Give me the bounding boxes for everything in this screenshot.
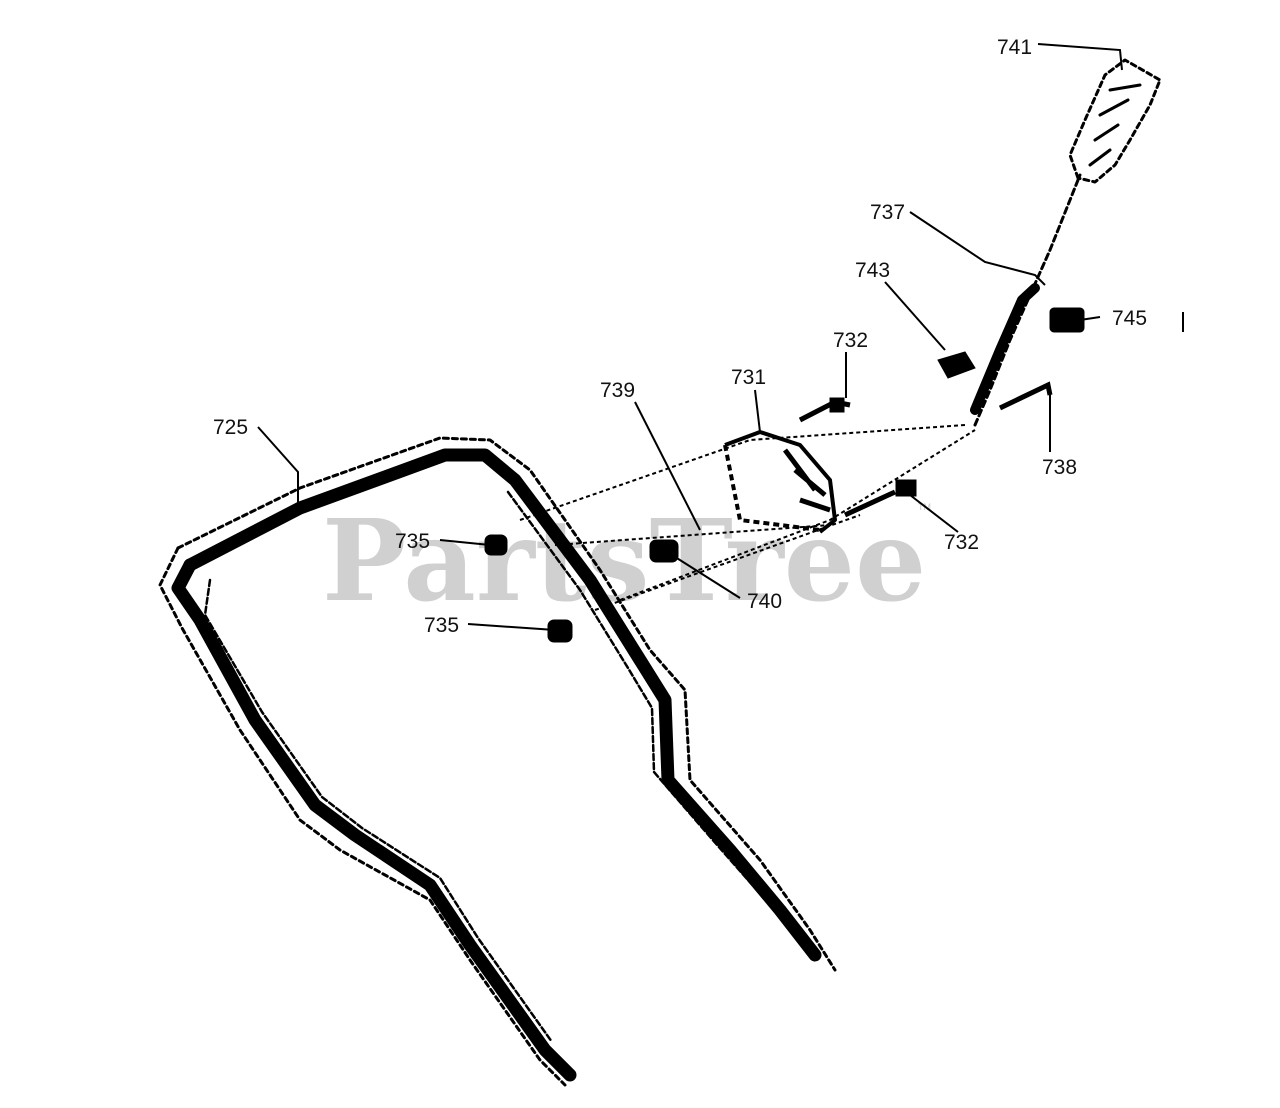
callout-739: 739 [600, 379, 635, 402]
callout-740: 740 [747, 590, 782, 613]
callout-735-upper: 735 [395, 530, 430, 553]
callout-745: 745 [1112, 307, 1147, 330]
callout-737: 737 [870, 201, 905, 224]
leader-lines [257, 43, 1123, 631]
callout-735-lower: 735 [424, 614, 459, 637]
watermark-text: PartsTree [322, 496, 926, 627]
callout-labels: 741 737 743 745 732 731 739 725 738 735 … [213, 36, 1147, 637]
callout-741: 741 [997, 36, 1032, 59]
lower-handle [158, 436, 837, 1087]
callout-732-lower: 732 [944, 531, 979, 554]
bracket-731 [723, 430, 837, 534]
callout-731: 731 [731, 366, 766, 389]
upper-handle [970, 58, 1162, 427]
callout-743: 743 [855, 259, 890, 282]
callout-738: 738 [1042, 456, 1077, 479]
callout-725: 725 [213, 416, 248, 439]
hardware [484, 307, 1184, 643]
callout-732-upper: 732 [833, 329, 868, 352]
